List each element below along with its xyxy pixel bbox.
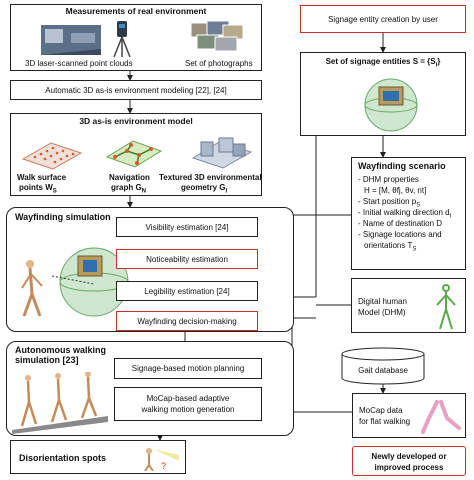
photographs-icon xyxy=(190,20,244,52)
legend-label-1: Newly developed or xyxy=(371,452,447,461)
textured-label-2: geometry GI xyxy=(181,183,228,195)
dhm-skeleton-icon xyxy=(436,284,456,330)
walk-surface-label: Walk surface xyxy=(17,173,67,182)
mocap-data-box: MoCap data for flat walking xyxy=(352,393,466,438)
wayfinding-scenario-box: Wayfinding scenario - DHM properties H =… xyxy=(351,157,466,270)
point-cloud-image xyxy=(41,25,101,55)
legend-label-2: improved process xyxy=(374,463,444,472)
signage-set-box: Set of signage entities S = {Si} xyxy=(300,52,466,136)
measurements-box: Measurements of real environment 3D lase… xyxy=(10,4,262,71)
measurements-title: Measurements of real environment xyxy=(65,6,207,16)
signage-motion-planning-label: Signage-based motion planning xyxy=(131,364,245,373)
visibility-sphere-illustration xyxy=(21,247,129,317)
wayfinding-scenario-title: Wayfinding scenario xyxy=(358,161,446,171)
legibility-estimation-box: Legibility estimation [24] xyxy=(116,281,258,301)
env-model-title: 3D as-is environment model xyxy=(79,116,193,126)
wayfinding-decision-box: Wayfinding decision-making xyxy=(116,311,258,331)
signage-creation-label: Signage entity creation by user xyxy=(328,15,438,24)
scenario-item-dhm: - DHM properties xyxy=(358,175,419,184)
scenario-item-destination: - Name of destination D xyxy=(358,219,443,228)
scanner-caption: 3D laser-scanned point clouds xyxy=(25,59,133,68)
dhm-label-1: Digital human xyxy=(358,297,407,306)
photos-caption: Set of photographs xyxy=(185,59,253,68)
legibility-estimation-label: Legibility estimation [24] xyxy=(144,287,230,296)
textured-label: Textured 3D environmental xyxy=(159,173,262,182)
gait-database-cylinder xyxy=(341,347,425,385)
wayfinding-decision-label: Wayfinding decision-making xyxy=(137,317,237,326)
scenario-item-h: H = [M, θfj, θv, nt] xyxy=(364,186,427,195)
wayfinding-simulation-title: Wayfinding simulation xyxy=(15,212,111,222)
env-model-box: 3D as-is environment model Walk surface … xyxy=(10,113,262,196)
dhm-box: Digital human Model (DHM) xyxy=(351,278,466,333)
gait-database-label: Gait database xyxy=(358,366,408,375)
signage-sphere-image xyxy=(364,78,418,132)
signage-set-label: Set of signage entities S = {Si} xyxy=(325,57,441,69)
mocap-data-label-2: for flat walking xyxy=(359,417,411,426)
mocap-walking-label-2: walking motion generation xyxy=(141,405,235,414)
scenario-item-signage: - Signage locations and xyxy=(358,230,442,239)
nav-graph-label: Navigation xyxy=(109,173,150,182)
visibility-estimation-box: Visibility estimation [24] xyxy=(116,217,258,237)
laser-scanner-icon xyxy=(113,21,131,58)
mocap-walking-label-1: MoCap-based adaptive xyxy=(146,394,230,403)
autonomous-title-2: simulation [23] xyxy=(15,355,79,365)
nav-graph-label-2: graph GN xyxy=(111,183,147,195)
scenario-item-orientations: orientations TS xyxy=(364,241,417,253)
walk-surface-image xyxy=(21,142,83,170)
scenario-item-start: - Start position pS xyxy=(358,197,421,209)
dhm-label-2: Model (DHM) xyxy=(358,308,406,317)
walking-legs-icon xyxy=(421,400,461,434)
signage-creation-box: Signage entity creation by user xyxy=(300,5,466,33)
automatic-modeling-box: Automatic 3D as-is environment modeling … xyxy=(10,80,262,100)
disorientation-spots-box: Disorientation spots ? xyxy=(10,440,186,474)
signage-motion-planning-box: Signage-based motion planning xyxy=(114,358,262,379)
visibility-estimation-label: Visibility estimation [24] xyxy=(145,223,229,232)
scenario-item-direction: - Initial walking direction dI xyxy=(358,208,452,220)
navigation-graph-image xyxy=(105,140,163,168)
mocap-data-label-1: MoCap data xyxy=(359,406,403,415)
textured-geometry-image xyxy=(191,137,253,169)
noticeability-estimation-box: Noticeability estimation xyxy=(116,249,258,269)
walking-figures-illustration xyxy=(12,372,108,434)
autonomous-title-1: Autonomous walking xyxy=(15,345,106,355)
disorientation-spots-label: Disorientation spots xyxy=(19,453,107,463)
disorientation-figure-icon: ? xyxy=(144,448,179,471)
svg-text:?: ? xyxy=(161,461,166,471)
noticeability-estimation-label: Noticeability estimation xyxy=(146,255,228,264)
legend-box: Newly developed or improved process xyxy=(352,446,466,476)
mocap-walking-box: MoCap-based adaptive walking motion gene… xyxy=(114,387,262,421)
walk-points-label: points WS xyxy=(19,183,57,195)
automatic-modeling-label: Automatic 3D as-is environment modeling … xyxy=(45,86,227,95)
